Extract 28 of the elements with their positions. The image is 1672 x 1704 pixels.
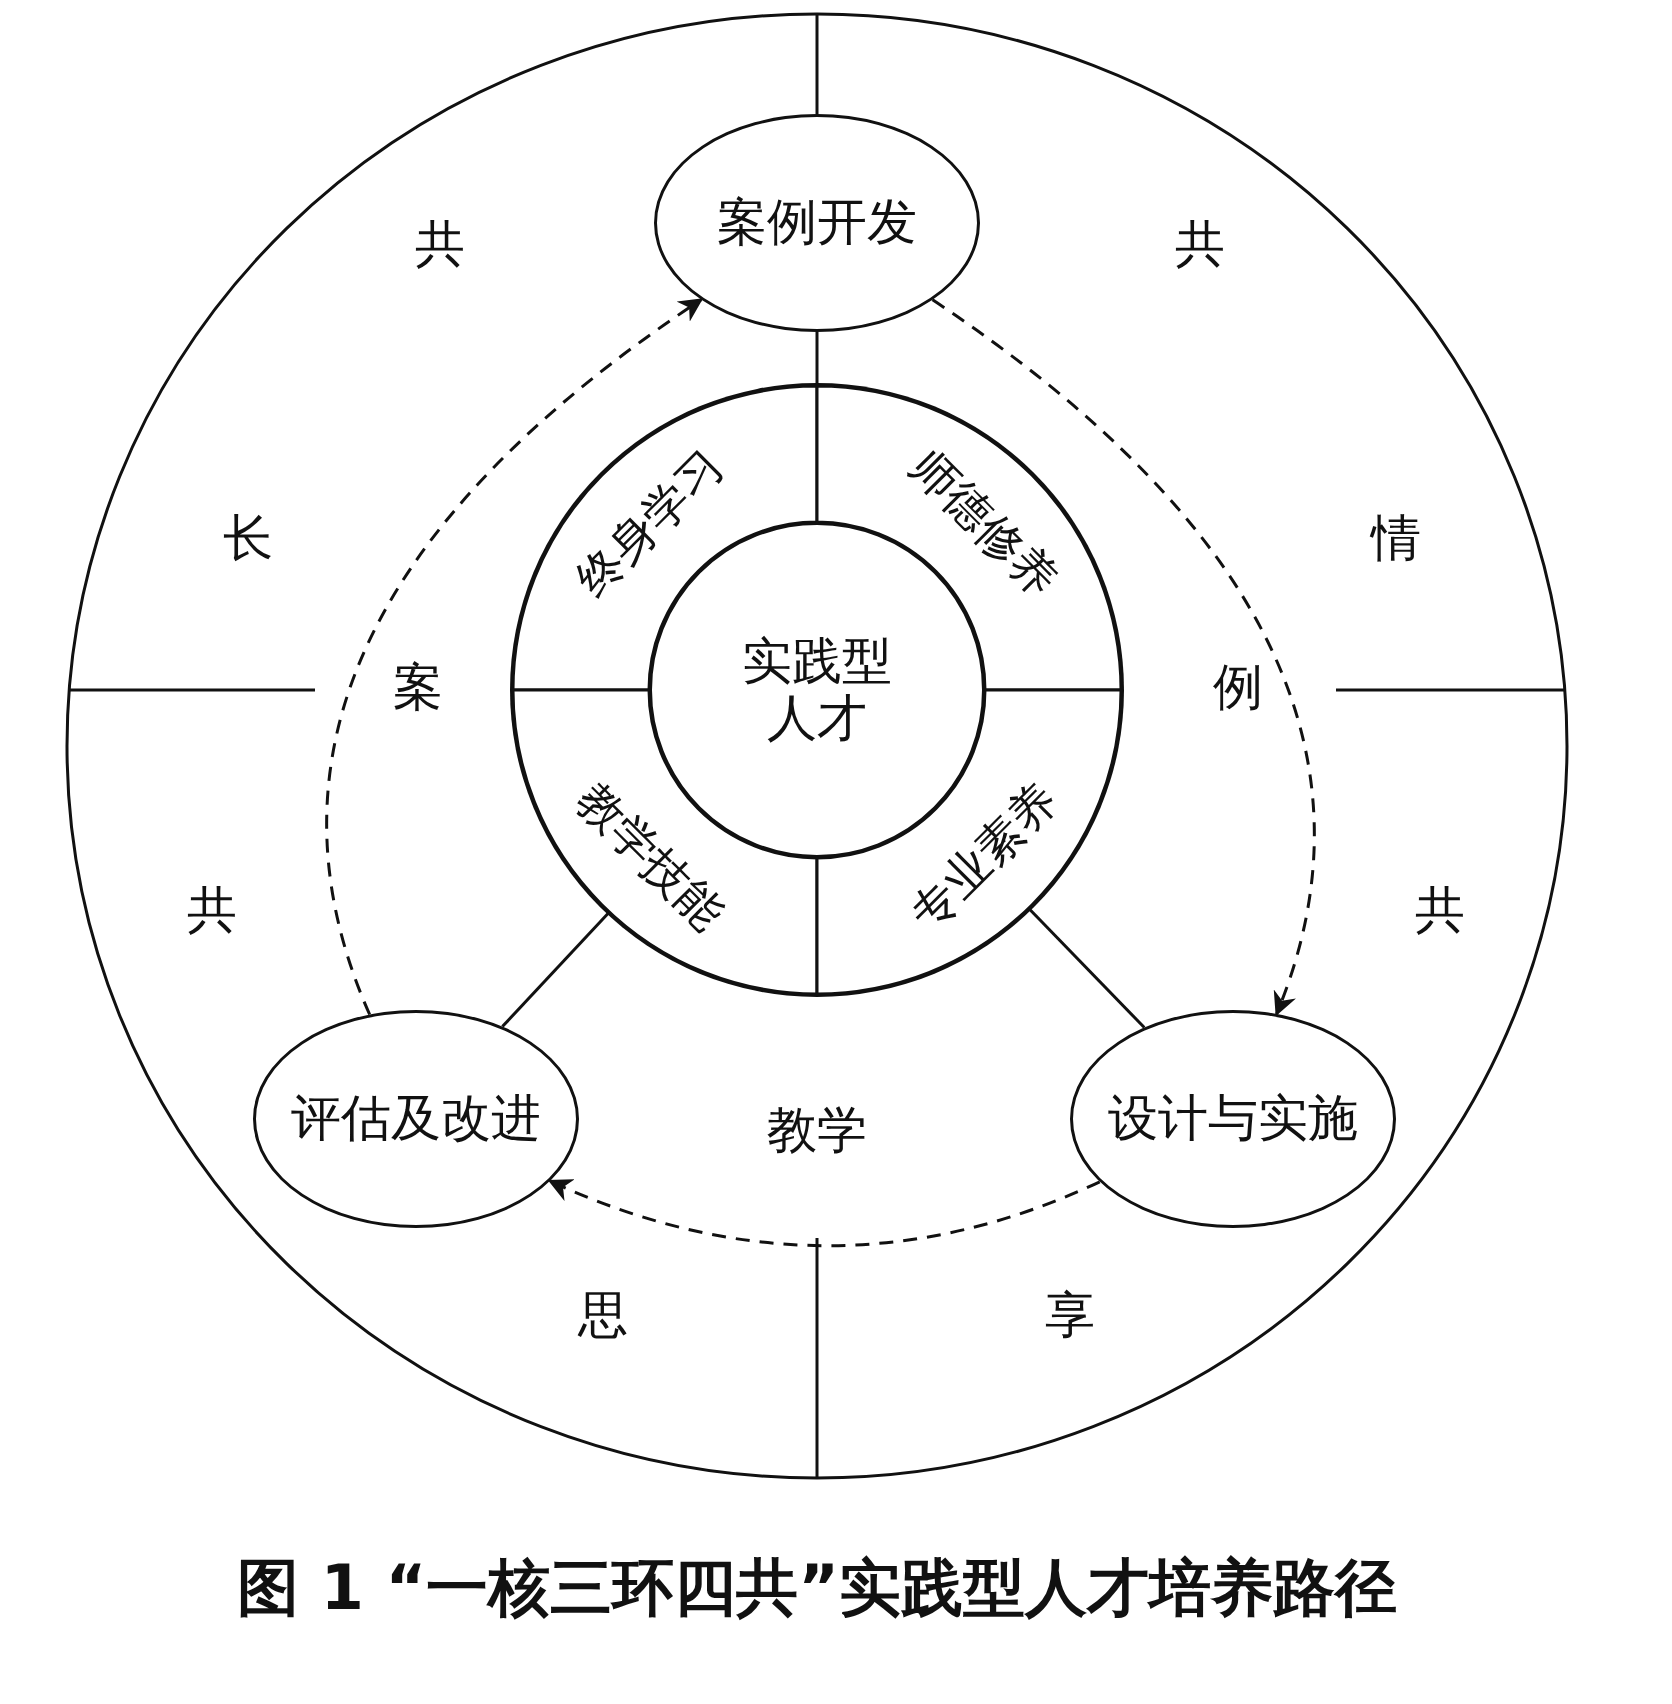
segment-text: 终身学习	[568, 441, 732, 605]
dashed-arrow	[931, 298, 1316, 1017]
ring-label: 案	[393, 657, 443, 717]
ring-label: 共	[1415, 880, 1465, 940]
dashed-arrow	[547, 1178, 1101, 1248]
dashed-arrow	[325, 298, 704, 1016]
node-text: 案例开发	[717, 194, 917, 252]
segment-text: 专业素养	[902, 775, 1066, 939]
ring-label: 思	[578, 1285, 628, 1345]
ring-label: 例	[1213, 657, 1263, 717]
ring-label: 共	[187, 880, 237, 940]
ring-label: 教学	[767, 1100, 867, 1160]
segment-text: 教学技能	[568, 775, 732, 939]
connector-line	[501, 911, 611, 1028]
ring-label: 共	[415, 214, 465, 274]
node-text: 设计与实施	[1108, 1090, 1358, 1148]
node-text: 评估及改进	[291, 1090, 541, 1148]
ring-label: 情	[1371, 508, 1421, 568]
ring-segment	[817, 690, 1121, 994]
ring-label: 共	[1175, 214, 1225, 274]
segment-text: 师德修养	[902, 441, 1066, 605]
connector-line	[1027, 907, 1146, 1029]
connector-line	[815, 332, 819, 386]
ring-segment	[513, 690, 817, 994]
figure-caption: 图 1 “一核三环四共”实践型人才培养路径	[237, 1550, 1397, 1626]
ring-label: 长	[223, 508, 273, 568]
node-text: 实践型人才	[741, 632, 893, 748]
ring-label: 享	[1045, 1285, 1095, 1345]
